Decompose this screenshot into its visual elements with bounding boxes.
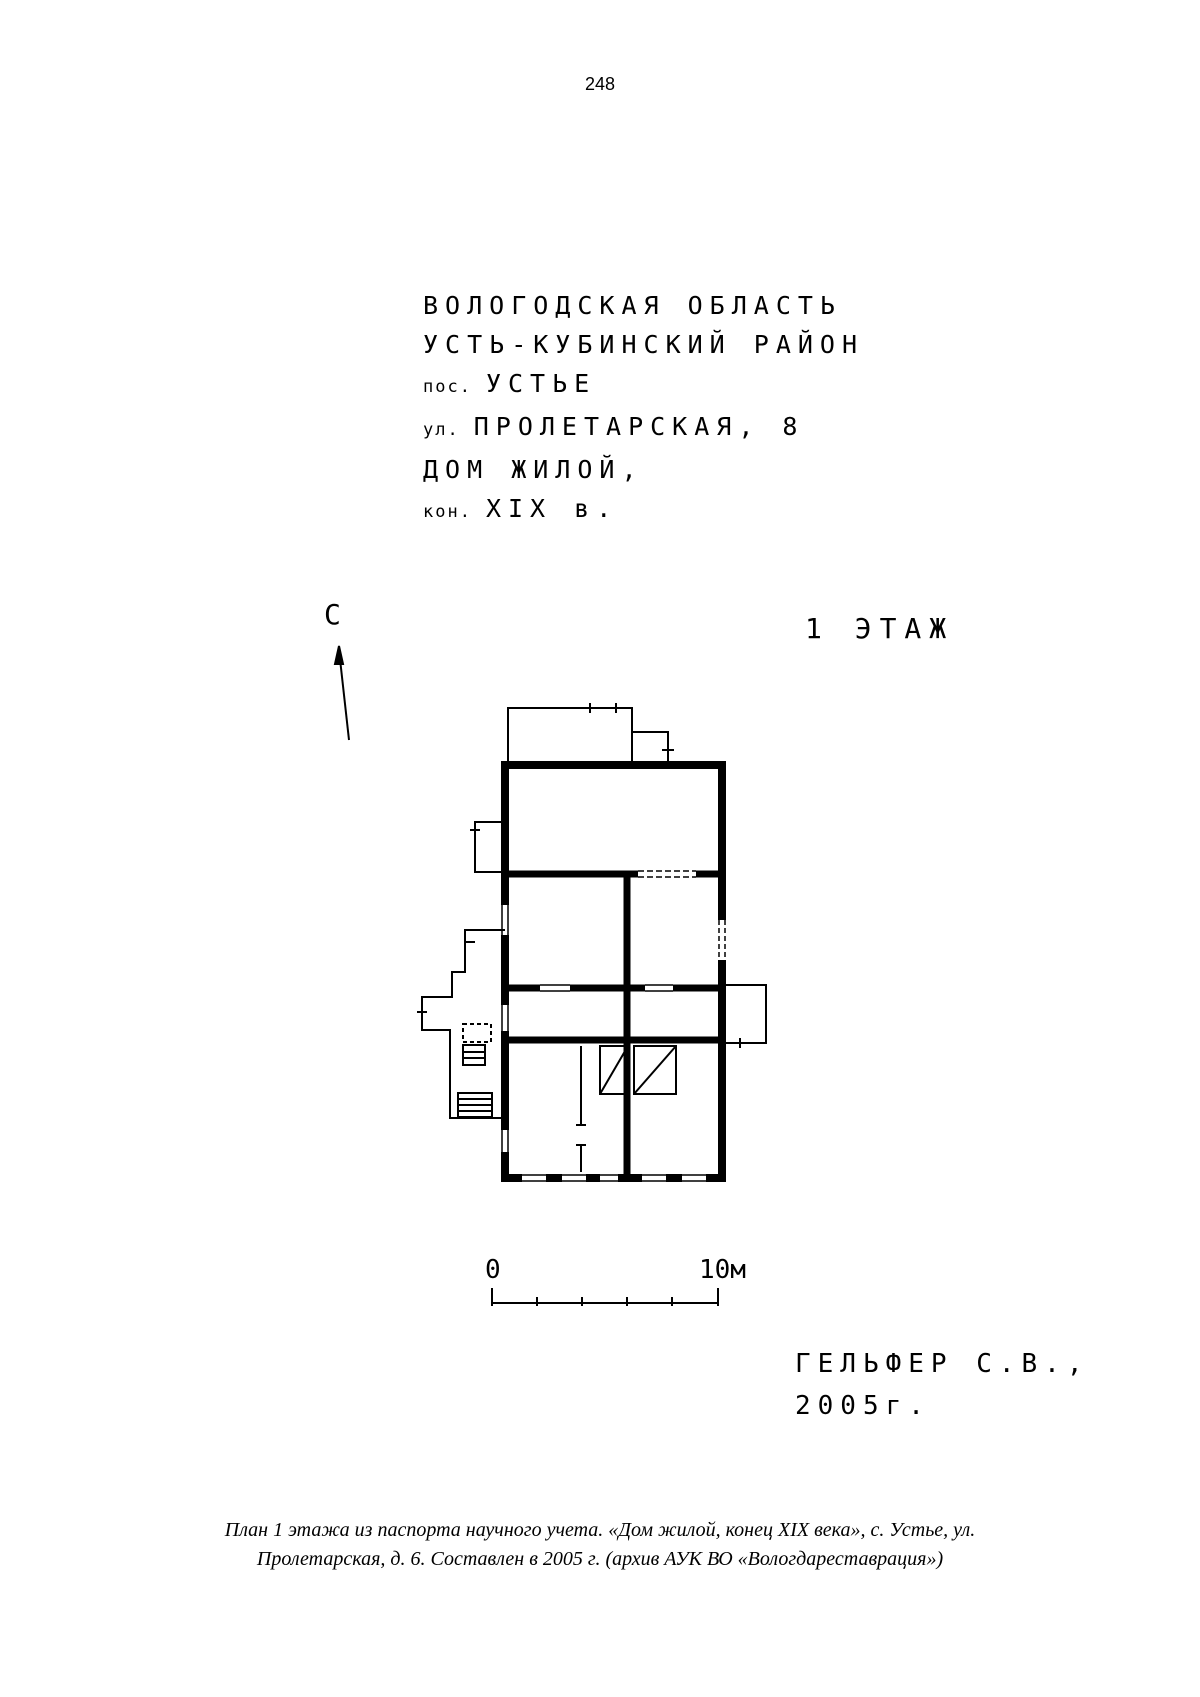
title-date-prefix: кон. [423,502,472,522]
plan-annex-west [417,821,505,1119]
title-block: ВОЛОГОДСКАЯ ОБЛАСТЬ УСТЬ-КУБИНСКИЙ РАЙОН… [423,286,864,532]
title-street-prefix: ул. [423,420,460,440]
north-arrow-icon [333,645,350,741]
author-year: 2005г. [795,1391,931,1421]
title-street: ул. ПРОЛЕТАРСКАЯ, 8 [423,407,864,450]
caption-line-2: Пролетарская, д. 6. Составлен в 2005 г. … [256,1548,944,1570]
plan-stoves [576,1045,677,1172]
author-block: ГЕЛЬФЕР С.В., 2005г. [795,1343,1090,1427]
title-date: кон. XIX в. [423,489,864,532]
title-date-century: XIX в. [485,494,619,523]
title-settlement-name: УСТЬЕ [485,369,597,398]
scale-bar [491,1288,719,1306]
plan-annex-north [507,703,674,765]
figure-caption: План 1 этажа из паспорта научного учета.… [150,1516,1050,1574]
floor-label: 1 ЭТАЖ [805,612,955,645]
title-settlement-prefix: пос. [423,377,472,397]
plan-annex-east [722,984,767,1048]
scale-end-label: 10м [699,1255,746,1285]
title-street-name: ПРОЛЕТАРСКАЯ, 8 [473,412,805,441]
title-district: УСТЬ-КУБИНСКИЙ РАЙОН [423,330,865,359]
north-label: С [324,598,341,631]
page-number: 248 [584,74,616,94]
scale-start-label: 0 [485,1255,501,1285]
plan-interior-walls [505,870,722,1178]
plan-openings [499,868,728,1183]
title-region: ВОЛОГОДСКАЯ ОБЛАСТЬ [423,291,842,320]
title-building: ДОМ ЖИЛОЙ, [423,455,644,484]
title-settlement: пос. УСТЬЕ [423,364,864,407]
caption-line-1: План 1 этажа из паспорта научного учета.… [224,1519,976,1541]
author-name: ГЕЛЬФЕР С.В., [795,1349,1090,1379]
plan-outer-walls [501,761,726,1182]
